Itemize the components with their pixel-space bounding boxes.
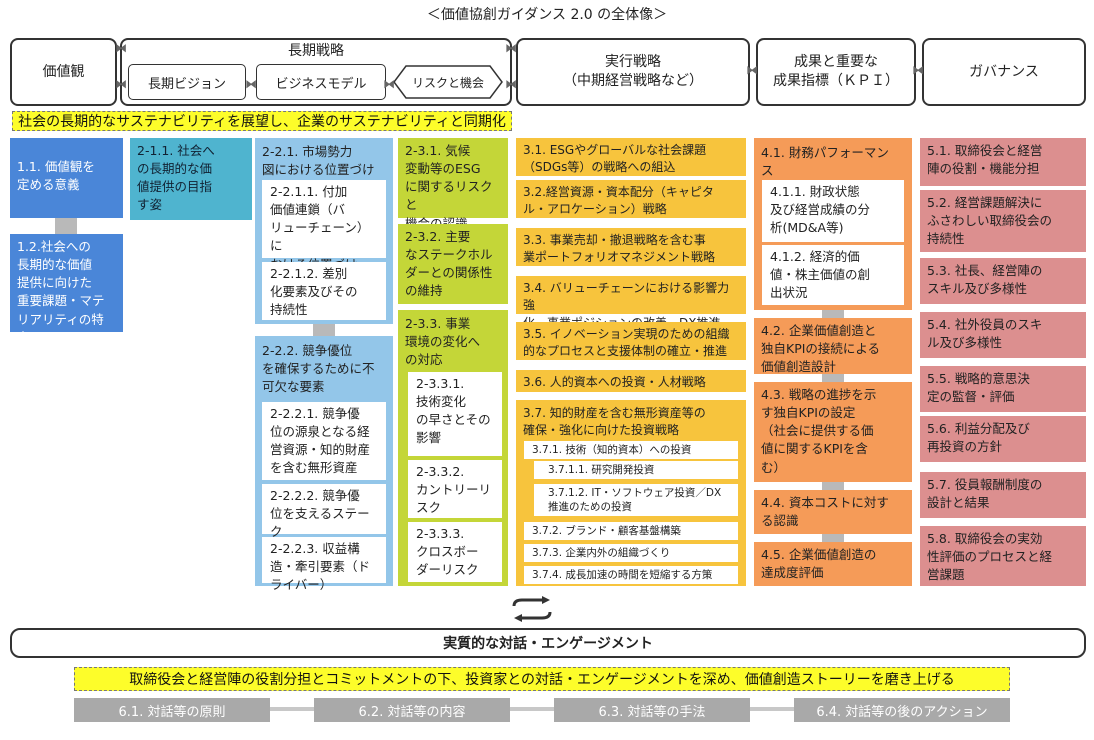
connector — [313, 324, 335, 336]
tile-3-1: 3.1. ESGやグローバルな社会課題 （SDGs等）の戦略への組込 — [516, 138, 746, 176]
header-business-model: ビジネスモデル — [256, 64, 386, 100]
step-6-3: 6.3. 対話等の手法 — [554, 698, 750, 722]
link-chevron-icon: ⧓ — [746, 63, 758, 77]
link-chevron-icon: ⧓ — [115, 41, 127, 55]
tile-4-2: 4.2. 企業価値創造と 独自KPIの接続による 価値創造設計 — [754, 318, 912, 374]
tile-5-2: 5.2. 経営課題解決に ふさわしい取締役会の 持続性 — [920, 190, 1086, 252]
tile-2-3-3: 2-3.3. 事業 環境の変化へ の対応 — [405, 316, 481, 368]
tile-1-1: 1.1. 価値観を 定める意義 — [10, 138, 123, 218]
tile-2-2-1-1: 2-2.1.1. 付加 価値連鎖（バ リューチェーン）に おける位置づけ — [262, 180, 386, 272]
header-longterm: 長期戦略 — [288, 43, 344, 59]
header-values: 価値観 — [10, 38, 117, 106]
tile-4-4: 4.4. 資本コストに対す る認識 — [754, 490, 912, 534]
step-6-2: 6.2. 対話等の内容 — [314, 698, 510, 722]
tile-4-1-1: 4.1.1. 財政状態 及び経営成績の分 析(MD&A等) — [762, 180, 904, 242]
step-6-4: 6.4. 対話等の後のアクション — [794, 698, 1010, 722]
tile-3-7-1: 3.7.1. 技術（知的資本）への投資 — [524, 441, 738, 459]
tile-4-1-2: 4.1.2. 経済的価 値・株主価値の創 出状況 — [762, 245, 904, 305]
header-governance: ガバナンス — [922, 38, 1086, 106]
tile-4-3: 4.3. 戦略の進捗を示 す独自KPIの設定 （社会に提供する価 値に関するKP… — [754, 382, 912, 482]
banner-bottom: 取締役会と経営陣の役割分担とコミットメントの下、投資家との対話・エンゲージメント… — [74, 667, 1010, 691]
tile-3-7-4: 3.7.4. 成長加速の時間を短縮する方策 — [524, 566, 738, 584]
connector — [822, 310, 844, 318]
tile-2-1-1: 2-1.1. 社会へ の長期的な価 値提供の目指 す姿 — [130, 138, 252, 220]
tile-4-1: 4.1. 財務パフォーマン ス — [761, 145, 889, 179]
tile-4-5: 4.5. 企業価値創造の 達成度評価 — [754, 542, 912, 586]
tile-5-3: 5.3. 社長、経営陣の スキル及び多様性 — [920, 258, 1086, 304]
link-chevron-icon: ⧓ — [912, 63, 924, 77]
tile-5-6: 5.6. 利益分配及び 再投資の方針 — [920, 416, 1086, 462]
dialogue-bar: 実質的な対話・エンゲージメント — [10, 628, 1086, 658]
tile-3-7-2: 3.7.2. ブランド・顧客基盤構築 — [524, 522, 738, 540]
link-chevron-icon: ⧓ — [245, 77, 257, 91]
connector — [822, 534, 844, 542]
tile-5-8: 5.8. 取締役会の実効 性評価のプロセスと経 営課題 — [920, 526, 1086, 586]
header-risk: リスクと機会 — [411, 75, 484, 90]
link-chevron-icon: ⧓ — [505, 77, 517, 91]
tile-3-2: 3.2.経営資源・資本配分（キャピタ ル・アロケーション）戦略 — [516, 180, 746, 218]
step-6-1: 6.1. 対話等の原則 — [74, 698, 270, 722]
bottom-line — [74, 707, 1010, 711]
tile-5-4: 5.4. 社外役員のスキ ル及び多様性 — [920, 312, 1086, 358]
link-chevron-icon: ⧓ — [383, 77, 395, 91]
header-vision: 長期ビジョン — [128, 64, 246, 100]
tile-2-3-3-2: 2-3.3.2. カントリーリ スク — [408, 460, 502, 518]
header-execution: 実行戦略 （中期経営戦略など） — [516, 38, 750, 106]
tile-5-1: 5.1. 取締役会と経営 陣の役割・機能分担 — [920, 138, 1086, 186]
tile-3-3: 3.3. 事業売却・撤退戦略を含む事 業ポートフォリオマネジメント戦略 — [516, 228, 746, 266]
tile-2-2-2-1: 2-2.2.1. 競争優 位の源泉となる経 営資源・知的財産 を含む無形資産 — [262, 402, 386, 480]
cycle-arrows-icon — [512, 596, 552, 622]
tile-2-3-3-3: 2-3.3.3. クロスボー ダーリスク — [408, 522, 502, 582]
tile-2-2-2: 2-2.2. 競争優位 を確保するために不 可欠な要素 — [262, 343, 375, 395]
tile-3-7: 3.7. 知的財産を含む無形資産等の 確保・強化に向けた投資戦略 — [523, 406, 706, 438]
page-title: ＜価値協創ガイダンス 2.0 の全体像＞ — [426, 7, 668, 23]
tile-5-5: 5.5. 戦略的意思決 定の監督・評価 — [920, 366, 1086, 412]
link-chevron-icon: ⧓ — [505, 41, 517, 55]
tile-3-7-1-1: 3.7.1.1. 研究開発投資 — [534, 461, 738, 479]
tile-2-2-1-2: 2-2.1.2. 差別 化要素及びその 持続性 — [262, 262, 386, 320]
link-chevron-icon: ⧓ — [115, 77, 127, 91]
tile-2-3-2: 2-3.2. 主要 なステークホル ダーとの関係性 の維持 — [398, 224, 508, 304]
tile-2-3-1: 2-3.1. 気候 変動等のESG に関するリスクと 機会の認識 — [398, 138, 508, 231]
tile-3-7-3: 3.7.3. 企業内外の組織づくり — [524, 544, 738, 562]
connector — [822, 374, 844, 382]
tile-3-7-1-2: 3.7.1.2. IT・ソフトウェア投資／DX 推進のための投資 — [534, 484, 738, 516]
tile-3-6: 3.6. 人的資本への投資・人材戦略 — [516, 370, 746, 392]
tile-2-3-3-1: 2-3.3.1. 技術変化 の早さとその 影響 — [408, 372, 502, 456]
tile-3-5: 3.5. イノベーション実現のための組織 的なプロセスと支援体制の確立・推進 — [516, 322, 746, 360]
tile-2-2-1: 2-2.1. 市場勢力 図における位置づけ — [262, 144, 375, 178]
tile-5-7: 5.7. 役員報酬制度の 設計と結果 — [920, 472, 1086, 518]
header-longterm-group — [120, 38, 512, 106]
tile-2-2-2-3: 2-2.2.3. 収益構 造・牽引要素（ド ライバー） — [262, 537, 386, 592]
tile-1-2: 1.2.社会への 長期的な価値 提供に向けた 重要課題・マテ リアリティの特定 — [10, 234, 123, 345]
header-kpi: 成果と重要な 成果指標（ＫＰＩ） — [756, 38, 916, 106]
connector — [55, 218, 77, 234]
banner-top: 社会の長期的なサステナビリティを展望し、企業のサステナビリティと同期化 — [12, 111, 512, 131]
connector — [822, 482, 844, 490]
risk-chevron-shape — [393, 65, 503, 99]
